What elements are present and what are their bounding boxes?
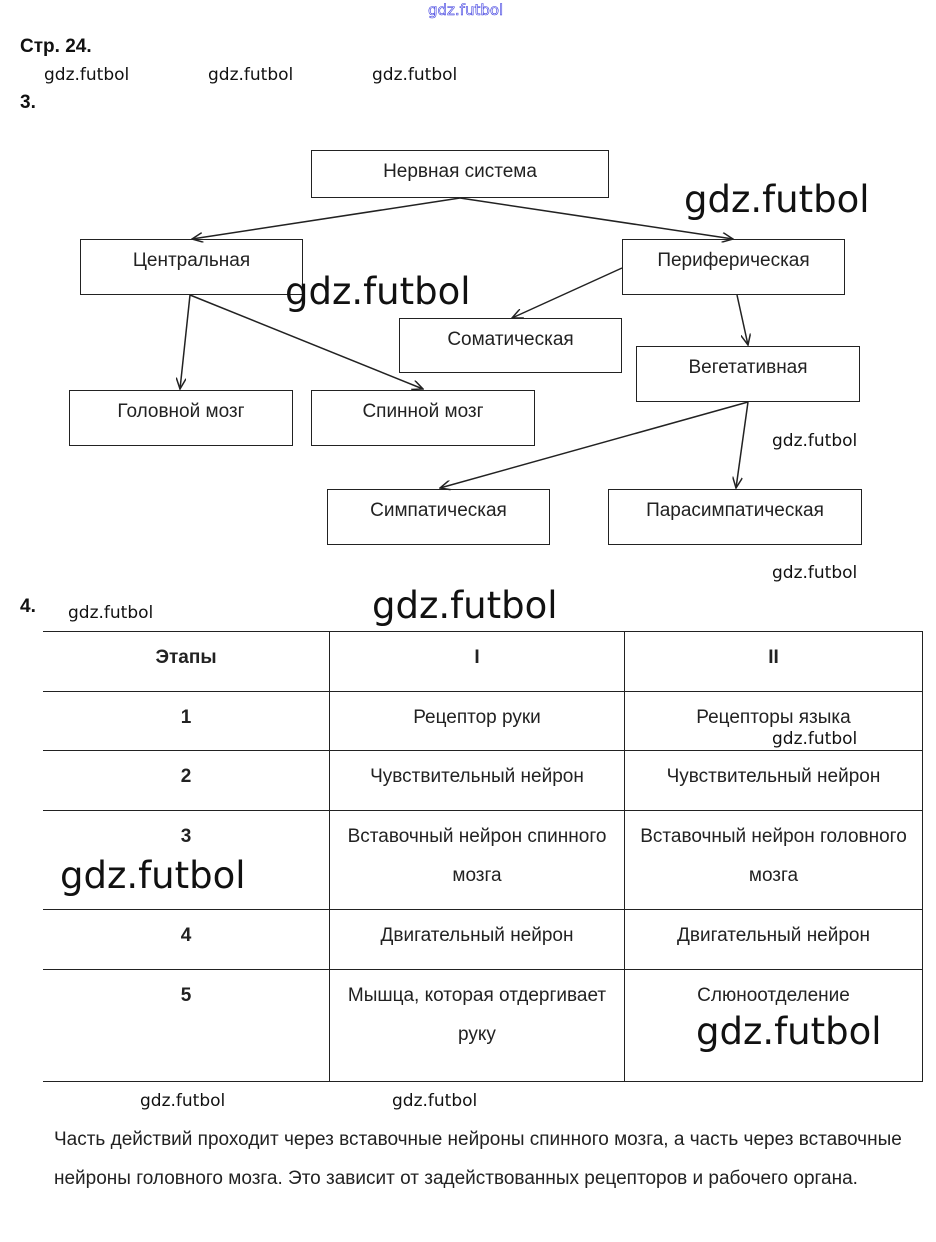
page-heading: Стр. 24.: [20, 36, 92, 57]
table-row: 5 Мышца, которая отдергивает руку Слюноо…: [43, 969, 923, 1082]
watermark: gdz.futbol: [392, 1091, 478, 1111]
conclusion-text: Часть действий проходит через вставочные…: [54, 1129, 902, 1189]
table-cell: Двигательный нейрон: [624, 909, 923, 970]
node-somatic: Соматическая: [399, 318, 622, 373]
node-nervous-system: Нервная система: [311, 150, 609, 198]
table-cell: 4: [43, 909, 330, 970]
arrow: [459, 197, 733, 239]
node-parasympathetic: Парасимпатическая: [608, 489, 862, 545]
table-cell: Вставочный нейрон головного мозга: [624, 810, 923, 910]
watermark: gdz.futbol: [372, 65, 458, 85]
node-peripheral: Периферическая: [622, 239, 845, 295]
diagram-arrows: [0, 197, 936, 600]
node-sympathetic: Симпатическая: [327, 489, 550, 545]
arrow: [189, 294, 423, 389]
arrow: [192, 197, 461, 239]
table-header-row: Этапы I II: [43, 631, 923, 692]
watermark: gdz.futbol: [772, 431, 858, 451]
table-row: 4 Двигательный нейрон Двигательный нейро…: [43, 909, 923, 970]
table-cell: Чувствительный нейрон: [624, 750, 923, 811]
table-row: 2 Чувствительный нейрон Чувствительный н…: [43, 750, 923, 811]
arrow: [440, 401, 749, 488]
watermark: gdz.futbol: [696, 1010, 882, 1053]
table-cell: Рецептор руки: [329, 691, 625, 751]
watermark: gdz.futbol: [60, 854, 246, 897]
watermark: gdz.futbol: [684, 178, 870, 221]
table-cell: Мышца, которая отдергивает руку: [329, 969, 625, 1082]
watermark: gdz.futbol: [68, 603, 154, 623]
table-row: 3 Вставочный нейрон спинного мозга Встав…: [43, 810, 923, 910]
watermark: gdz.futbol: [772, 563, 858, 583]
table-cell: 3: [43, 810, 330, 910]
header-cell: I: [329, 631, 625, 692]
table-row: 1 Рецептор руки Рецепторы языка: [43, 691, 923, 751]
task-3-number: 3.: [20, 92, 36, 113]
header-cell: II: [624, 631, 923, 692]
watermark: gdz.futbol: [772, 729, 858, 749]
table-cell: Рецепторы языка: [624, 691, 923, 751]
watermark: gdz.futbol: [208, 65, 294, 85]
table-cell: Слюноотделение: [624, 969, 923, 1082]
arrow: [736, 294, 748, 345]
table-cell: 5: [43, 969, 330, 1082]
table-cell: Вставочный нейрон спинного мозга: [329, 810, 625, 910]
node-central: Центральная: [80, 239, 303, 295]
watermark: gdz.futbol: [372, 584, 558, 627]
task-4-number: 4.: [20, 596, 36, 617]
node-spinal-cord: Спинной мозг: [311, 390, 535, 446]
watermark: gdz.futbol: [44, 65, 130, 85]
reflex-table: Этапы I II 1 Рецептор руки Рецепторы язы…: [43, 631, 923, 1082]
table-cell: 1: [43, 691, 330, 751]
node-vegetative: Вегетативная: [636, 346, 860, 402]
node-brain: Головной мозг: [69, 390, 293, 446]
arrow: [736, 401, 749, 488]
arrow: [180, 294, 191, 389]
header-cell: Этапы: [43, 631, 330, 692]
arrow: [512, 267, 623, 318]
table-cell: Чувствительный нейрон: [329, 750, 625, 811]
table-cell: Двигательный нейрон: [329, 909, 625, 970]
watermark: gdz.futbol: [285, 270, 471, 313]
watermark: gdz.futbol: [140, 1091, 226, 1111]
watermark: gdz.futbol: [428, 1, 504, 19]
table-cell: 2: [43, 750, 330, 811]
